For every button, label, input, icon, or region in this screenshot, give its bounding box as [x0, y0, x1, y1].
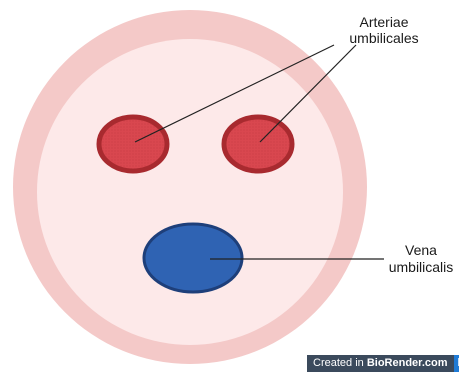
biorender-watermark[interactable]: Created in BioRender.com bio — [307, 355, 459, 372]
biorender-logo-icon: bio — [454, 355, 459, 372]
watermark-text: Created in BioRender.com — [307, 355, 454, 372]
artery-left — [99, 117, 167, 171]
cord-inner-disc — [37, 39, 343, 345]
vein-label-line1: Vena — [405, 242, 437, 258]
artery-label-line1: Arteriae — [359, 14, 408, 30]
artery-label-line2: umbilicales — [349, 30, 418, 46]
artery-right — [224, 117, 292, 171]
umbilical-vein — [144, 224, 242, 292]
vein-label-line2: umbilicalis — [389, 259, 454, 275]
